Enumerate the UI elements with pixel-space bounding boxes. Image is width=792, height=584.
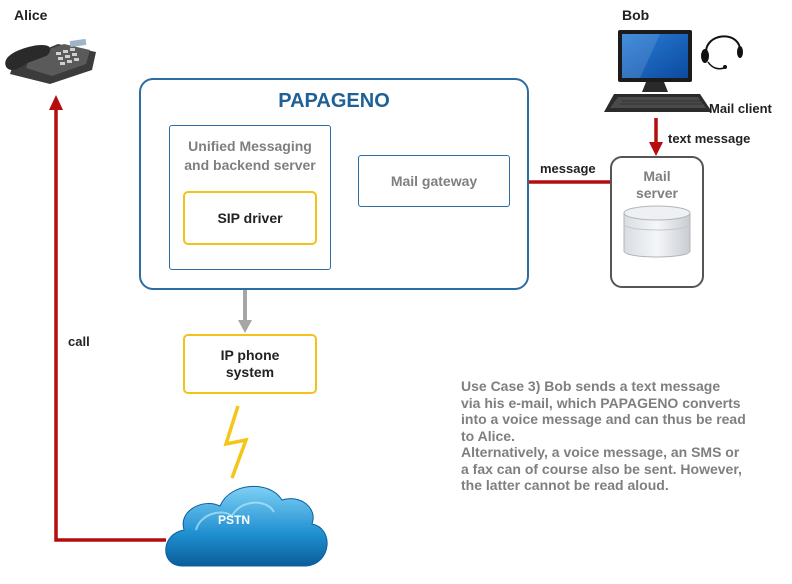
call-label: call <box>68 334 90 349</box>
description-text: Use Case 3) Bob sends a text message via… <box>461 378 785 494</box>
call-arrow <box>49 95 166 542</box>
database-icon <box>623 205 691 258</box>
mail-gateway-label: Mail gateway <box>390 173 478 189</box>
description-line: Use Case 3) Bob sends a text message <box>461 378 721 394</box>
um-server-label: Unified Messaging and backend server <box>184 138 316 173</box>
ip-phone-system-box: IP phone system <box>183 334 317 394</box>
sip-driver-label: SIP driver <box>217 210 283 226</box>
text-message-arrow <box>649 118 663 156</box>
mail-gateway-box: Mail gateway <box>358 155 510 207</box>
computer-icon <box>604 30 712 112</box>
mail-server-label: Mail server <box>635 168 679 201</box>
desk-phone-icon <box>5 38 96 84</box>
description-line: via his e-mail, which PAPAGENO converts <box>461 394 741 411</box>
pstn-label: PSTN <box>218 513 251 527</box>
text-message-label: text message <box>668 131 751 146</box>
description-line: the latter cannot be read aloud. <box>461 477 669 493</box>
description-line: Alternatively, a voice message, an SMS o… <box>461 444 740 460</box>
bob-label: Bob <box>622 7 650 23</box>
ip-phone-system-label: IP phone system <box>220 347 280 380</box>
alice-label: Alice <box>14 7 48 23</box>
sip-driver-box: SIP driver <box>183 191 317 245</box>
headset-icon <box>701 35 743 70</box>
mail-server-box: Mail server <box>610 156 704 288</box>
description-line: a fax can of course also be sent. Howeve… <box>461 460 742 477</box>
cloud-icon <box>165 486 328 567</box>
mail-client-label: Mail client <box>709 101 772 116</box>
message-label: message <box>540 161 596 176</box>
papageno-title: PAPAGENO <box>278 90 390 112</box>
lightning-icon <box>223 405 249 479</box>
server-to-phone-arrow <box>238 289 252 333</box>
description-line: to Alice. <box>461 427 515 444</box>
description-line: into a voice message and can thus be rea… <box>461 411 746 427</box>
